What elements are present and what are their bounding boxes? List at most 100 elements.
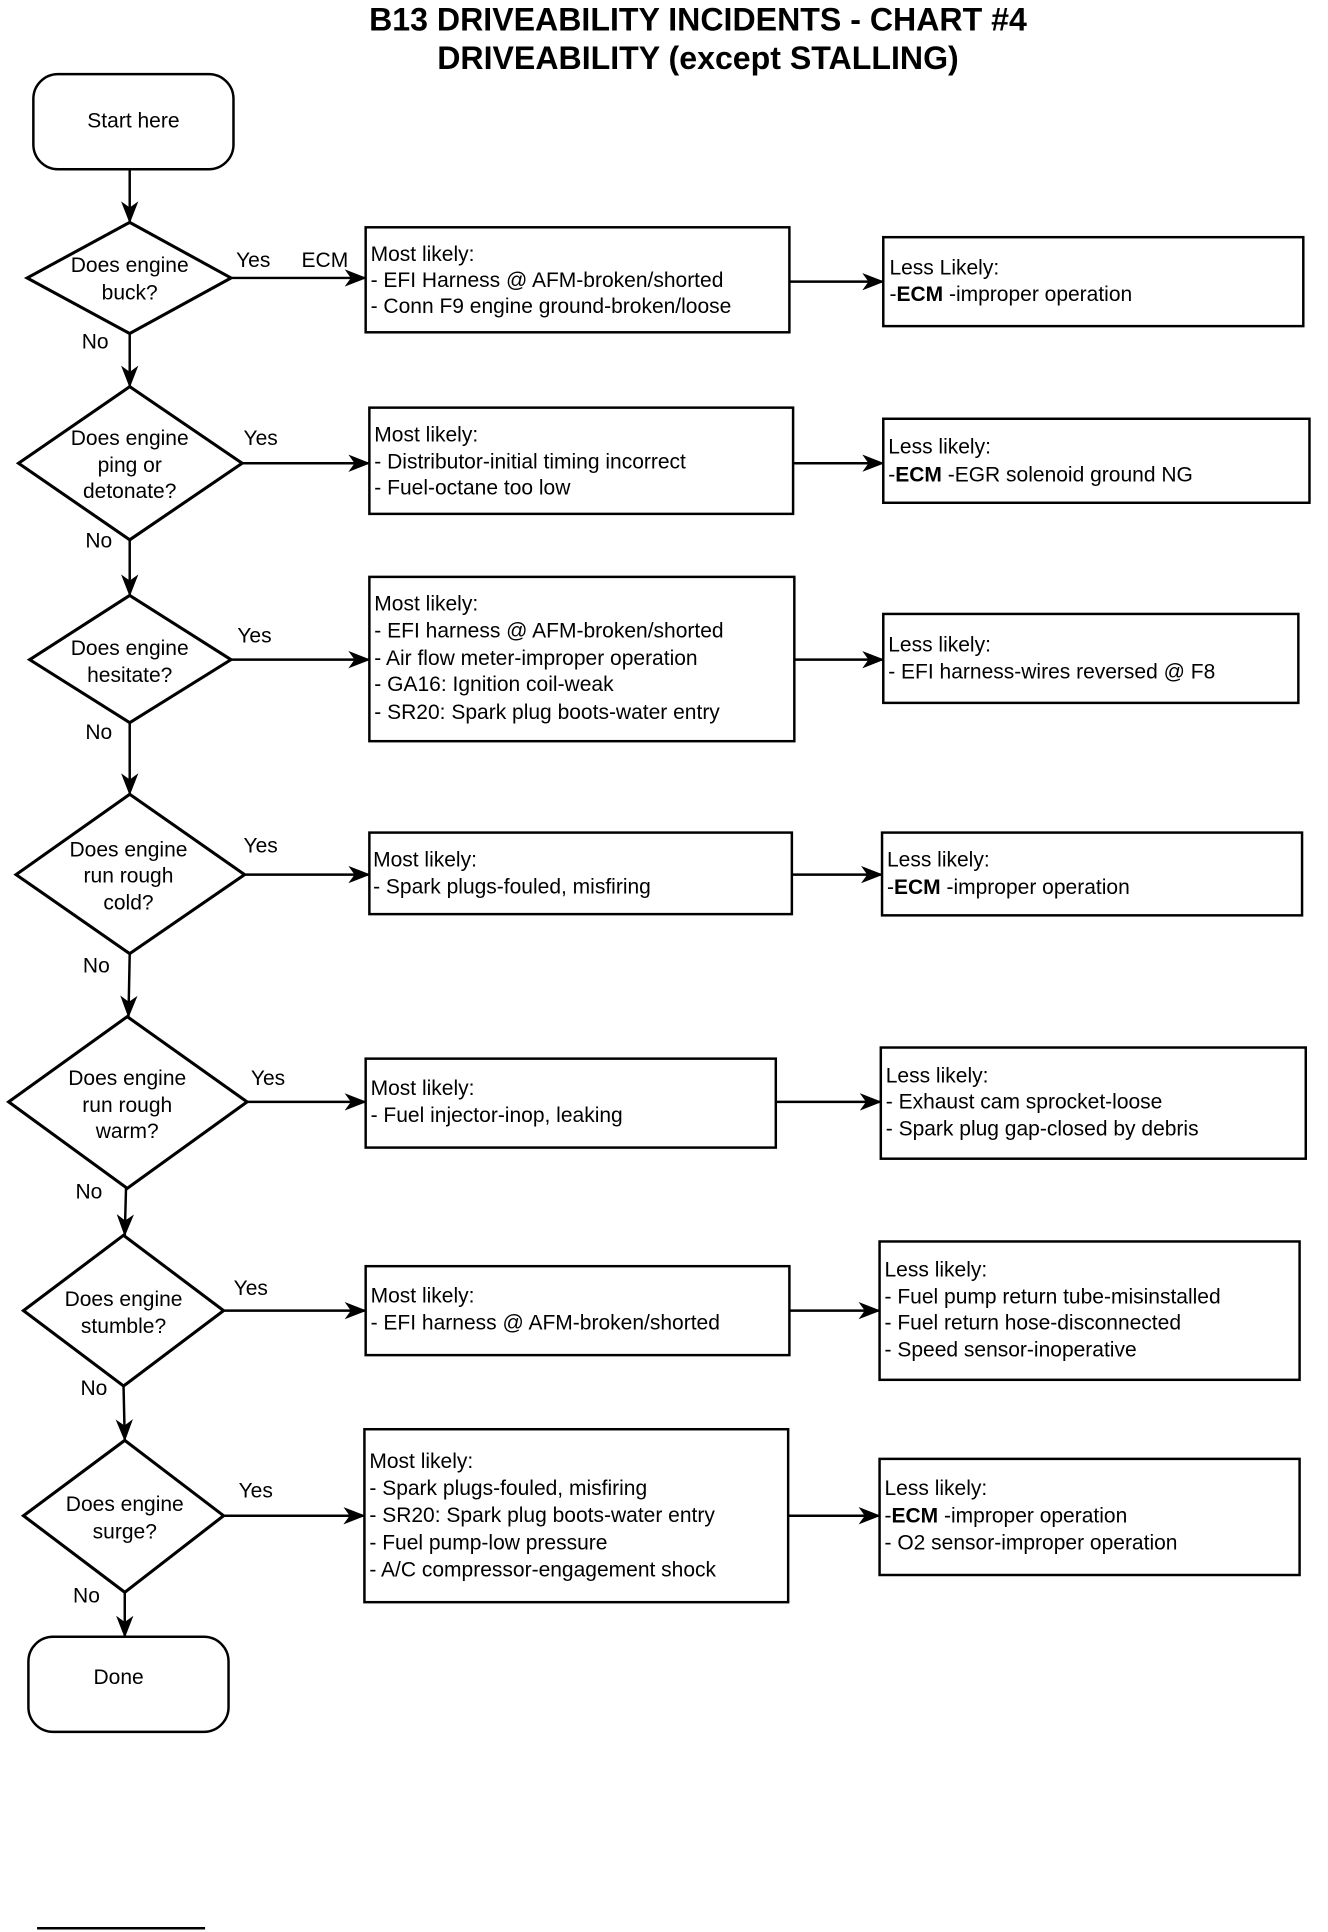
most-likely-heading: Most likely: bbox=[371, 1284, 475, 1307]
less-likely-box-hesitate: Less likely: - EFI harness-wires reverse… bbox=[882, 612, 1300, 705]
decision-question-line: run rough bbox=[84, 864, 174, 887]
less-likely-box-warm: Less likely: - Exhaust cam sprocket-loos… bbox=[879, 1046, 1307, 1160]
start-terminal-shape bbox=[32, 72, 235, 171]
start-terminal: Start here bbox=[32, 72, 235, 171]
decision-question-line: stumble? bbox=[81, 1315, 166, 1338]
decision-question-line: run rough bbox=[82, 1094, 172, 1117]
done-terminal: Done bbox=[27, 1635, 230, 1734]
less-likely-heading: Less likely: bbox=[885, 1477, 988, 1500]
most-likely-item: - Spark plugs-fouled, misfiring bbox=[373, 875, 651, 898]
less-likely-item: - O2 sensor-improper operation bbox=[885, 1531, 1178, 1554]
most-likely-item: - Fuel pump-low pressure bbox=[369, 1531, 607, 1554]
less-likely-heading: Less likely: bbox=[885, 1258, 988, 1281]
most-likely-box-ping: Most likely: - Distributor-initial timin… bbox=[368, 406, 795, 516]
less-likely-heading: Less likely: bbox=[888, 633, 991, 656]
less-likely-item: -ECM -improper operation bbox=[885, 1504, 1128, 1527]
most-likely-box-hesitate: Most likely: - EFI harness @ AFM-broken/… bbox=[368, 575, 796, 743]
no-label: No bbox=[85, 721, 112, 744]
most-likely-item: - GA16: Ignition coil-weak bbox=[374, 673, 614, 696]
less-likely-box-ping: Less likely: -ECM -EGR solenoid ground N… bbox=[882, 417, 1311, 505]
most-likely-heading: Most likely: bbox=[374, 593, 478, 616]
less-likely-heading: Less likely: bbox=[886, 1064, 989, 1087]
less-likely-item: - Spark plug gap-closed by debris bbox=[886, 1118, 1199, 1141]
decision-run-rough-cold: Does engine run rough cold? bbox=[13, 792, 248, 956]
decision-question-line: buck? bbox=[102, 281, 158, 304]
decision-diamond bbox=[23, 220, 235, 336]
most-likely-heading: Most likely: bbox=[369, 1450, 473, 1473]
no-label: No bbox=[82, 331, 109, 354]
less-likely-box-shape bbox=[880, 831, 1304, 917]
most-likely-heading: Most likely: bbox=[371, 1077, 475, 1100]
less-likely-box-stumble: Less likely: - Fuel pump return tube-mis… bbox=[878, 1240, 1301, 1382]
most-likely-item: - SR20: Spark plug boots-water entry bbox=[374, 701, 720, 724]
less-likely-box-surge: Less likely: -ECM -improper operation - … bbox=[878, 1457, 1301, 1577]
most-likely-box-shape bbox=[364, 226, 791, 334]
no-label: No bbox=[83, 955, 110, 978]
most-likely-item: - Air flow meter-improper operation bbox=[374, 647, 697, 670]
decision-question-line: Does engine bbox=[71, 427, 189, 450]
decision-question-line: hesitate? bbox=[87, 664, 172, 687]
most-likely-box-shape bbox=[368, 831, 794, 916]
most-likely-box-surge: Most likely: - Spark plugs-fouled, misfi… bbox=[363, 1428, 790, 1604]
most-likely-box-buck: Most likely: - EFI Harness @ AFM-broken/… bbox=[364, 226, 791, 334]
less-likely-box-shape bbox=[882, 417, 1311, 505]
less-likely-box-buck: Less Likely: -ECM -improper operation bbox=[882, 235, 1305, 328]
less-likely-item: - Fuel pump return tube-misinstalled bbox=[885, 1286, 1221, 1309]
yes-label: Yes bbox=[236, 249, 270, 272]
no-arrow bbox=[120, 953, 138, 1018]
no-label: No bbox=[85, 530, 112, 553]
start-label: Start here bbox=[87, 110, 179, 133]
most-likely-item: - Fuel injector-inop, leaking bbox=[371, 1104, 623, 1127]
most-likely-box-shape bbox=[364, 1264, 791, 1357]
yes-label: Yes bbox=[244, 427, 278, 450]
less-likely-box-shape bbox=[882, 612, 1300, 705]
less-likely-box-shape bbox=[878, 1240, 1301, 1382]
decision-ping-detonate: Does engine ping or detonate? bbox=[15, 384, 245, 542]
most-likely-box-shape bbox=[368, 575, 796, 743]
most-likely-heading: Most likely: bbox=[371, 243, 475, 266]
most-likely-item: - EFI harness @ AFM-broken/shorted bbox=[371, 1312, 720, 1335]
yes-label: Yes bbox=[234, 1277, 268, 1300]
decision-question-line: detonate? bbox=[83, 480, 176, 503]
decision-question-line: Does engine bbox=[68, 1067, 186, 1090]
yes-label: Yes bbox=[244, 835, 278, 858]
most-likely-item: - EFI harness @ AFM-broken/shorted bbox=[374, 620, 723, 643]
no-label: No bbox=[80, 1377, 107, 1400]
most-likely-item: - Spark plugs-fouled, misfiring bbox=[369, 1477, 647, 1500]
decision-question-line: Does engine bbox=[71, 254, 189, 277]
most-likely-heading: Most likely: bbox=[373, 848, 477, 871]
most-likely-heading: Most likely: bbox=[374, 423, 478, 446]
decision-question-line: ping or bbox=[98, 454, 162, 477]
less-likely-item: - Fuel return hose-disconnected bbox=[885, 1312, 1182, 1335]
less-likely-box-shape bbox=[879, 1046, 1307, 1160]
less-likely-box-shape bbox=[878, 1457, 1301, 1577]
less-likely-heading: Less Likely: bbox=[889, 257, 999, 280]
less-likely-heading: Less likely: bbox=[887, 848, 990, 871]
most-likely-box-cold: Most likely: - Spark plugs-fouled, misfi… bbox=[368, 831, 794, 916]
no-label: No bbox=[76, 1181, 103, 1204]
less-likely-item: - Speed sensor-inoperative bbox=[885, 1339, 1137, 1362]
decision-diamond bbox=[20, 1438, 227, 1595]
most-likely-box-stumble: Most likely: - EFI harness @ AFM-broken/… bbox=[364, 1264, 791, 1357]
decision-run-rough-warm: Does engine run rough warm? bbox=[6, 1014, 250, 1191]
ecm-note-label: ECM bbox=[302, 249, 349, 272]
done-terminal-shape bbox=[27, 1635, 230, 1734]
less-likely-heading: Less likely: bbox=[888, 436, 991, 459]
less-likely-item: - EFI harness-wires reversed @ F8 bbox=[888, 661, 1215, 684]
yes-label: Yes bbox=[239, 1480, 273, 1503]
decision-question-line: Does engine bbox=[70, 838, 188, 861]
most-likely-item: - Distributor-initial timing incorrect bbox=[374, 451, 686, 474]
most-likely-item: - SR20: Spark plug boots-water entry bbox=[369, 1504, 715, 1527]
yes-label: Yes bbox=[251, 1067, 285, 1090]
most-likely-item: - A/C compressor-engagement shock bbox=[369, 1559, 716, 1582]
decision-question-line: cold? bbox=[103, 892, 153, 915]
decision-question-line: warm? bbox=[95, 1120, 159, 1143]
no-arrow bbox=[115, 1385, 133, 1442]
less-likely-item: -ECM -improper operation bbox=[887, 875, 1130, 898]
done-label: Done bbox=[93, 1666, 143, 1689]
decision-question-line: Does engine bbox=[66, 1493, 184, 1516]
decision-stumble: Does engine stumble? bbox=[20, 1233, 227, 1388]
most-likely-box-shape bbox=[368, 406, 795, 516]
decision-question-line: Does engine bbox=[71, 637, 189, 660]
decision-question-line: surge? bbox=[93, 1520, 157, 1543]
